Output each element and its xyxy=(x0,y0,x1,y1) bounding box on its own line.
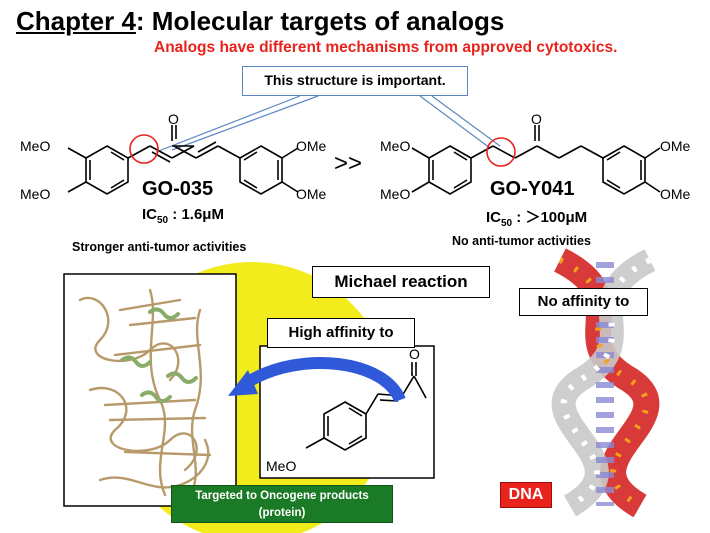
page-title: Chapter 4: Molecular targets of analogs xyxy=(16,6,504,37)
callout-line-right-2 xyxy=(431,95,501,147)
goy041-name: GO-Y041 xyxy=(490,178,575,200)
callout-line-left-1 xyxy=(155,95,301,153)
go035-meo-top: MeO xyxy=(20,138,50,154)
chalcone-meo: MeO xyxy=(266,458,296,474)
chalcone-carbonyl-o: O xyxy=(409,346,420,362)
oncogene-target-label: Targeted to Oncogene products (protein) xyxy=(171,485,393,523)
go035-ome-bottom: OMe xyxy=(296,186,327,202)
go035-highlight-circle xyxy=(129,134,159,164)
goy041-ic50: IC50 : ＞100μM xyxy=(486,209,588,229)
goy041-ome-bottom: OMe xyxy=(660,186,691,202)
comparator-sign: >> xyxy=(334,150,363,177)
go035-meo-bottom: MeO xyxy=(20,186,50,202)
michael-reaction-label: Michael reaction xyxy=(312,266,490,298)
oncogene-line2: (protein) xyxy=(258,507,306,519)
important-structure-callout: This structure is important. xyxy=(242,66,468,96)
goy041-activity: No anti-tumor activities xyxy=(452,234,591,248)
goy041-meo-bottom: MeO xyxy=(380,186,410,202)
go035-name: GO-035 xyxy=(142,178,214,200)
dna-label: DNA xyxy=(500,482,552,508)
go035-left-ring xyxy=(67,125,195,195)
callout-line-left-2 xyxy=(171,95,319,151)
goy041-meo-top: MeO xyxy=(380,138,410,154)
goy041-structure xyxy=(411,125,661,195)
go035-ic50: IC50 : 1.6μM xyxy=(142,206,224,226)
chapter-label: Chapter 4 xyxy=(16,6,136,36)
goy041-carbonyl-o: O xyxy=(531,111,542,127)
go035-ome-top: OMe xyxy=(296,138,327,154)
blue-arrow-shaft xyxy=(244,357,406,403)
oncogene-line1: Targeted to Oncogene products xyxy=(195,490,369,502)
title-text: : Molecular targets of analogs xyxy=(135,6,505,36)
blue-arrow-head xyxy=(228,370,258,396)
goy041-highlight-circle xyxy=(486,137,516,167)
callout-line-right-1 xyxy=(419,95,491,149)
go035-carbonyl-o: O xyxy=(168,111,179,127)
no-affinity-label: No affinity to xyxy=(519,288,648,316)
go035-activity: Stronger anti-tumor activities xyxy=(72,240,247,254)
high-affinity-label: High affinity to xyxy=(267,318,415,348)
protein-helices xyxy=(120,307,198,403)
go035-chain-right xyxy=(173,141,299,195)
subtitle: Analogs have different mechanisms from a… xyxy=(154,39,618,56)
goy041-ome-top: OMe xyxy=(660,138,691,154)
